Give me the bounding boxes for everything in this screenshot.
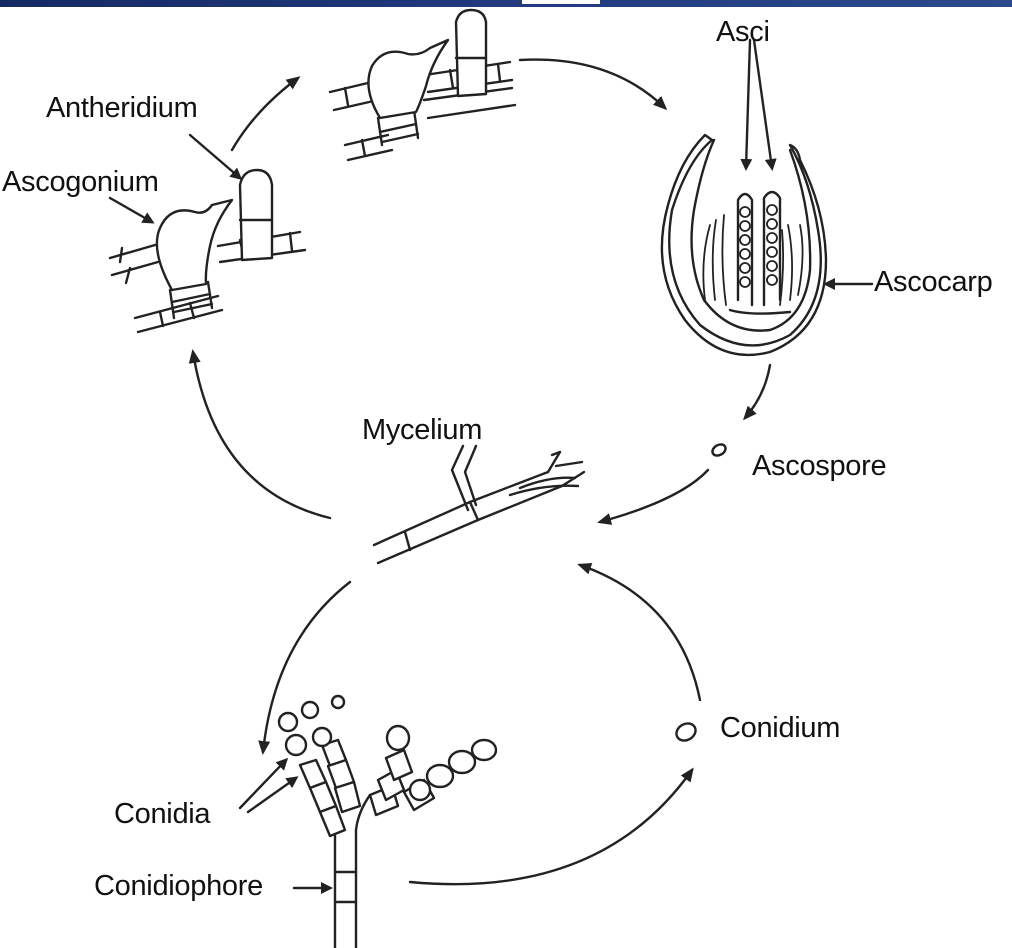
label-mycelium: Mycelium [362,416,482,445]
cycle-arrow-to-fusion [232,78,298,150]
cycle-arrow-to-mycelium [600,470,708,522]
label-ascogonium: Ascogonium [2,168,159,197]
cycle-arrow-to-ascospore [745,365,770,418]
cycle-arrow-to-conidium [410,770,692,884]
asci-pointer-left [746,40,750,168]
label-conidiophore: Conidiophore [94,872,263,901]
asci-pointer-right [754,40,772,168]
label-asci: Asci [716,18,770,47]
label-conidia: Conidia [114,800,210,829]
ascocarp-illustration [662,135,826,355]
cycle-arrow-to-ascocarp [520,60,665,108]
cycle-arrow-to-conidiophore [263,582,350,752]
cycle-arrow-to-ascogonium [193,352,330,518]
label-conidium: Conidium [720,714,840,743]
label-antheridium: Antheridium [46,94,197,123]
cycle-arrow-conidium-to-mycelium [580,565,700,700]
conidiophore-illustration [279,696,496,948]
antheridium-pointer [190,135,240,178]
conidia-pointer-lower [248,778,296,812]
ascogonium-pointer [110,198,152,222]
mycelium-illustration [374,446,584,563]
conidium-shape [673,720,698,744]
label-ascospore: Ascospore [752,452,886,481]
ascospore-shape [710,442,727,458]
fusion-stage-illustration [330,10,515,160]
label-ascocarp: Ascocarp [874,268,993,297]
